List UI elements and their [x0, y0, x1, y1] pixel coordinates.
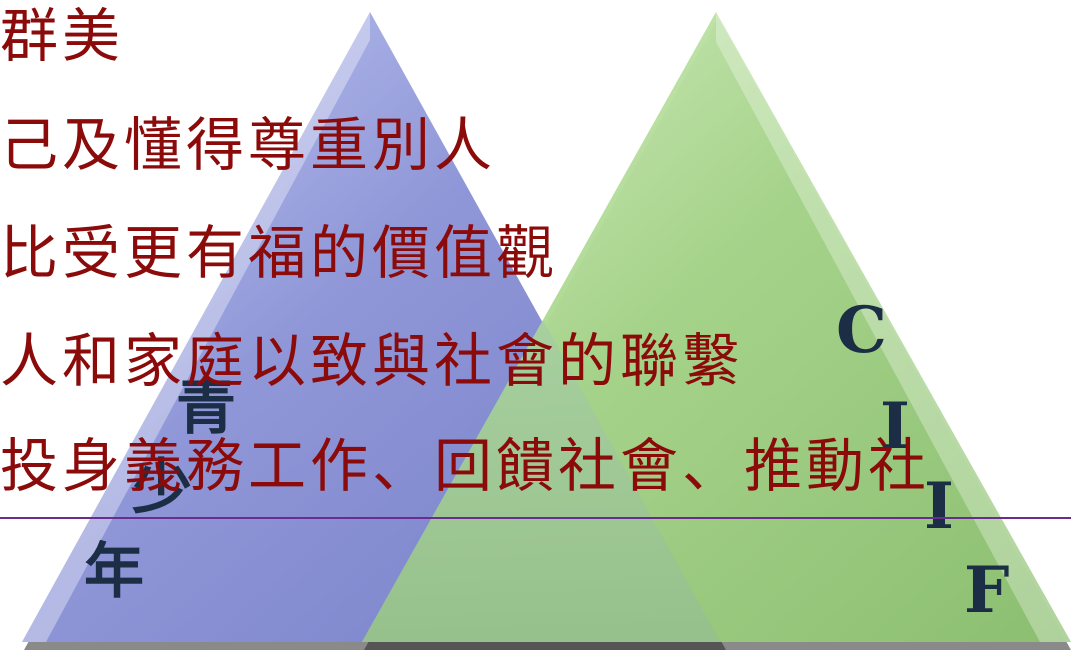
right-triangle-char-1: C	[836, 293, 887, 368]
right-triangle-highlight	[716, 12, 1071, 642]
triangle-overlap	[362, 320, 720, 642]
right-triangle-char-2: I	[880, 389, 910, 464]
left-triangle-char-2: 少	[132, 453, 192, 523]
left-triangle-highlight	[22, 12, 370, 642]
left-triangle-char-3: 年	[84, 537, 144, 607]
text-line-4: 人和家庭以致與社會的聯繫	[0, 327, 745, 395]
text-line-1: 群美	[0, 2, 125, 70]
text-line-5: 投身義務工作、回饋社會、推動社	[0, 432, 931, 500]
right-triangle-char-3: I	[924, 469, 954, 544]
right-triangle-char-4: F	[964, 553, 1009, 628]
text-line-2: 己及懂得尊重別人	[0, 111, 497, 179]
left-triangle-char-1: 青	[176, 373, 236, 443]
divider-rule	[0, 517, 1071, 519]
text-line-3: 比受更有福的價值觀	[0, 219, 559, 287]
